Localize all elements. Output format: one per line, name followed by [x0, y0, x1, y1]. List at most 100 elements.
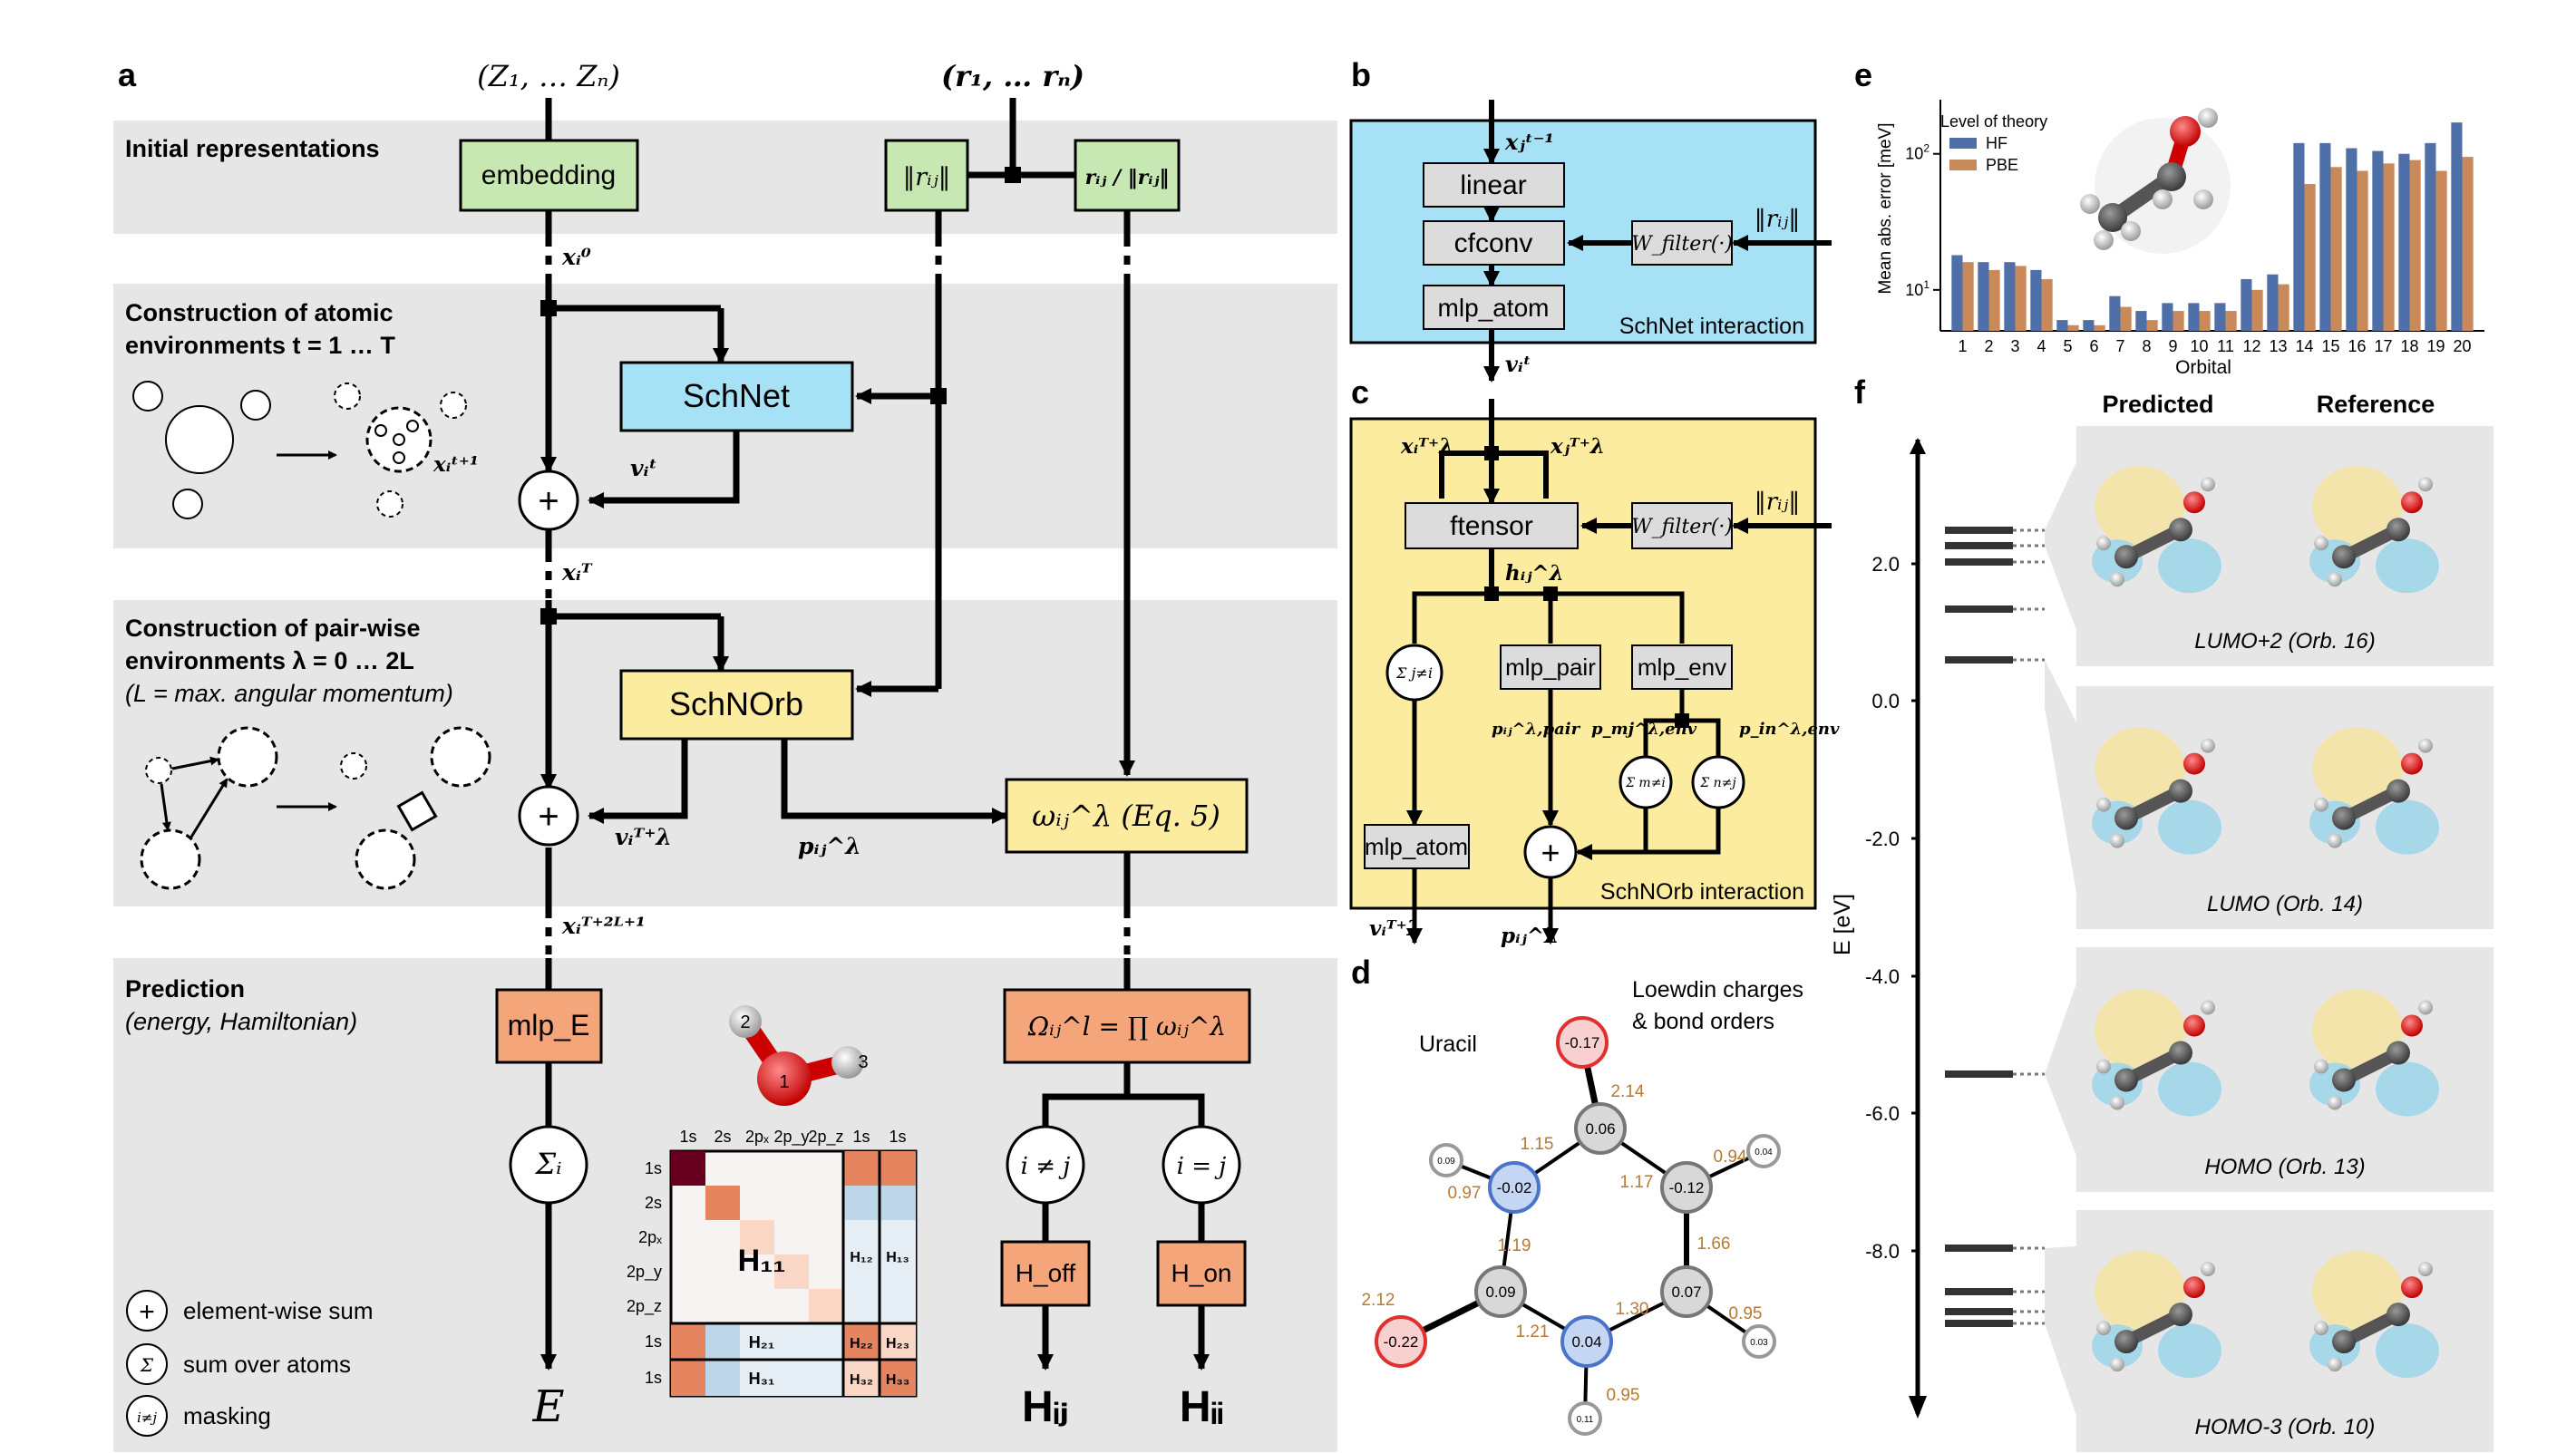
orbital-lobe-blue [2158, 538, 2221, 594]
bar-hf [2451, 122, 2463, 331]
y-tick-label: 101 [1905, 278, 1930, 299]
bar-pbe [2462, 157, 2474, 331]
matrix-col-label: 2pₓ [745, 1128, 769, 1146]
schnorb-interaction-caption: SchNOrb interaction [1600, 879, 1804, 905]
molecule-hydrogen [2110, 572, 2124, 587]
x-tick-label: 1 [1958, 337, 1967, 355]
orbital-lobe-blue [2376, 1061, 2439, 1117]
svg-text:‖rᵢⱼ‖: ‖rᵢⱼ‖ [1755, 206, 1801, 233]
molecule-oxygen [2401, 752, 2423, 775]
bar-hf [2030, 269, 2042, 331]
bar-pbe [2304, 184, 2316, 331]
energy-levels [1945, 527, 2045, 1327]
x-tick-label: 15 [2321, 337, 2339, 355]
uracil-bond-order: 0.94 [1714, 1148, 1747, 1167]
ftensor-label: ftensor [1450, 511, 1533, 541]
molecule-oxygen [2401, 491, 2423, 514]
orbital-lobe-yellow [2095, 727, 2185, 809]
molecule-carbon [2114, 545, 2138, 569]
orbital-lobe-blue [2376, 1323, 2439, 1379]
pair-env-illustration [140, 726, 491, 890]
molecule-hydrogen [2110, 1357, 2124, 1372]
embedding-box [459, 139, 639, 212]
mask-eq-label: i = j [1177, 1153, 1227, 1180]
bar-hf [2109, 295, 2121, 331]
uracil-bond-order: 2.12 [1362, 1291, 1395, 1310]
svg-text:1: 1 [779, 1072, 789, 1092]
energy-tick-label: -6.0 [1865, 1102, 1900, 1125]
Omega-label: Ωᵢⱼ^l = ∏ ωᵢⱼ^λ [1027, 1012, 1226, 1041]
molecule-carbon [2169, 1041, 2192, 1065]
molecule-hydrogen [2314, 1321, 2328, 1336]
bar-pbe [1988, 269, 2000, 331]
uracil-bond-order: 1.15 [1521, 1135, 1554, 1154]
xt1-label: xᵢᵗ⁺¹ [433, 452, 479, 477]
svg-text:Predicted: Predicted [2102, 391, 2213, 418]
legend-swatch [1949, 138, 1977, 149]
x-tick-label: 13 [2269, 337, 2287, 355]
x-tick-label: 19 [2426, 337, 2445, 355]
orbital-card-caption: LUMO (Orb. 14) [2207, 892, 2363, 916]
uracil-atom-charge: 0.03 [1750, 1338, 1768, 1348]
linear-label: linear [1460, 170, 1526, 200]
orbital-lobe-blue [2158, 799, 2221, 855]
svg-text:p_in^λ,env: p_in^λ,env [1739, 720, 1840, 739]
mask-neq-label: i ≠ j [1021, 1153, 1071, 1180]
uracil-bond-order: 0.97 [1448, 1184, 1482, 1203]
molecule-hydrogen [2096, 1321, 2111, 1336]
molecule-hydrogen [2201, 1262, 2215, 1277]
molecule-hydrogen [2328, 833, 2342, 848]
energy-tick-label: -2.0 [1865, 828, 1900, 850]
molecule-carbon [2114, 1330, 2138, 1354]
panel-f: f Predicted Reference E [eV] 2.00.0-2.0-… [1830, 373, 2493, 1452]
legend-swatch [1949, 160, 1977, 170]
uracil-atom-charge: 0.04 [1571, 1333, 1601, 1351]
uracil-atom-charge: 0.07 [1671, 1283, 1701, 1301]
svg-text:E [eV]: E [eV] [1830, 894, 1855, 955]
panel-e: e Mean abs. error [meV] Orbital Level of… [1854, 56, 2484, 378]
block-h31: H₃₁ [749, 1370, 775, 1388]
svg-text:pᵢⱼ^λ: pᵢⱼ^λ [1501, 924, 1559, 948]
molecule-carbon [2386, 1303, 2410, 1327]
bar-hf [2372, 150, 2384, 331]
svg-text:Σ n≠j: Σ n≠j [1699, 776, 1736, 790]
molecule-carbon [2386, 518, 2410, 542]
x-tick-label: 2 [1984, 337, 1993, 355]
uracil-atom-charge: 0.09 [1437, 1157, 1455, 1167]
atomic-env-illustration [132, 381, 467, 519]
energy-E: E [531, 1381, 564, 1432]
orbital-lobe-yellow [2312, 1251, 2403, 1333]
section-pair-title-3: (L = max. angular momentum) [125, 680, 453, 707]
matrix-row-label: 2p_y [627, 1263, 662, 1282]
legend-entry: HF [1986, 134, 2007, 152]
bar-pbe [2173, 311, 2184, 331]
block-h22: H₂₂ [850, 1336, 873, 1351]
block-h12: H₁₂ [850, 1250, 872, 1265]
x-tick-label: 20 [2453, 337, 2471, 355]
orbital-card-caption: LUMO+2 (Orb. 16) [2194, 629, 2375, 654]
bar-pbe [2225, 311, 2237, 331]
svg-text:mlp_atom: mlp_atom [1365, 833, 1468, 860]
x-tick-label: 11 [2217, 337, 2234, 355]
x0-label: xᵢ⁰ [561, 244, 591, 270]
svg-text:hᵢⱼ^λ: hᵢⱼ^λ [1505, 561, 1564, 586]
junction-schnet [930, 388, 947, 404]
molecule-hydrogen [2328, 572, 2342, 587]
molecule-hydrogen [2110, 833, 2124, 848]
molecule-carbon [2114, 806, 2138, 830]
molecule-hydrogen [2201, 1000, 2215, 1015]
orbital-card-link [2045, 660, 2076, 893]
schnet-interaction-caption: SchNet interaction [1619, 314, 1804, 339]
uracil-atom [1660, 1161, 1713, 1214]
panel-c: c xᵢᵀ⁺λ xⱼᵀ⁺λ ftensor W_filter(·) ‖rᵢⱼ‖ … [1349, 373, 1840, 948]
svg-text:mlp_pair: mlp_pair [1505, 654, 1596, 681]
svg-text:pᵢⱼ^λ,pair: pᵢⱼ^λ,pair [1492, 720, 1581, 739]
bar-hf [2346, 148, 2357, 331]
sum-node-1 [518, 470, 579, 531]
input-z: (Z₁, … Zₙ) [477, 59, 620, 93]
orbital-card-caption: HOMO (Orb. 13) [2204, 1155, 2365, 1179]
panel-a: a (Z₁, … Zₙ) (r₁, … rₙ) Initial represen… [113, 56, 1337, 1452]
orbital-lobe-yellow [2095, 466, 2185, 548]
legend-entry: PBE [1986, 156, 2018, 174]
